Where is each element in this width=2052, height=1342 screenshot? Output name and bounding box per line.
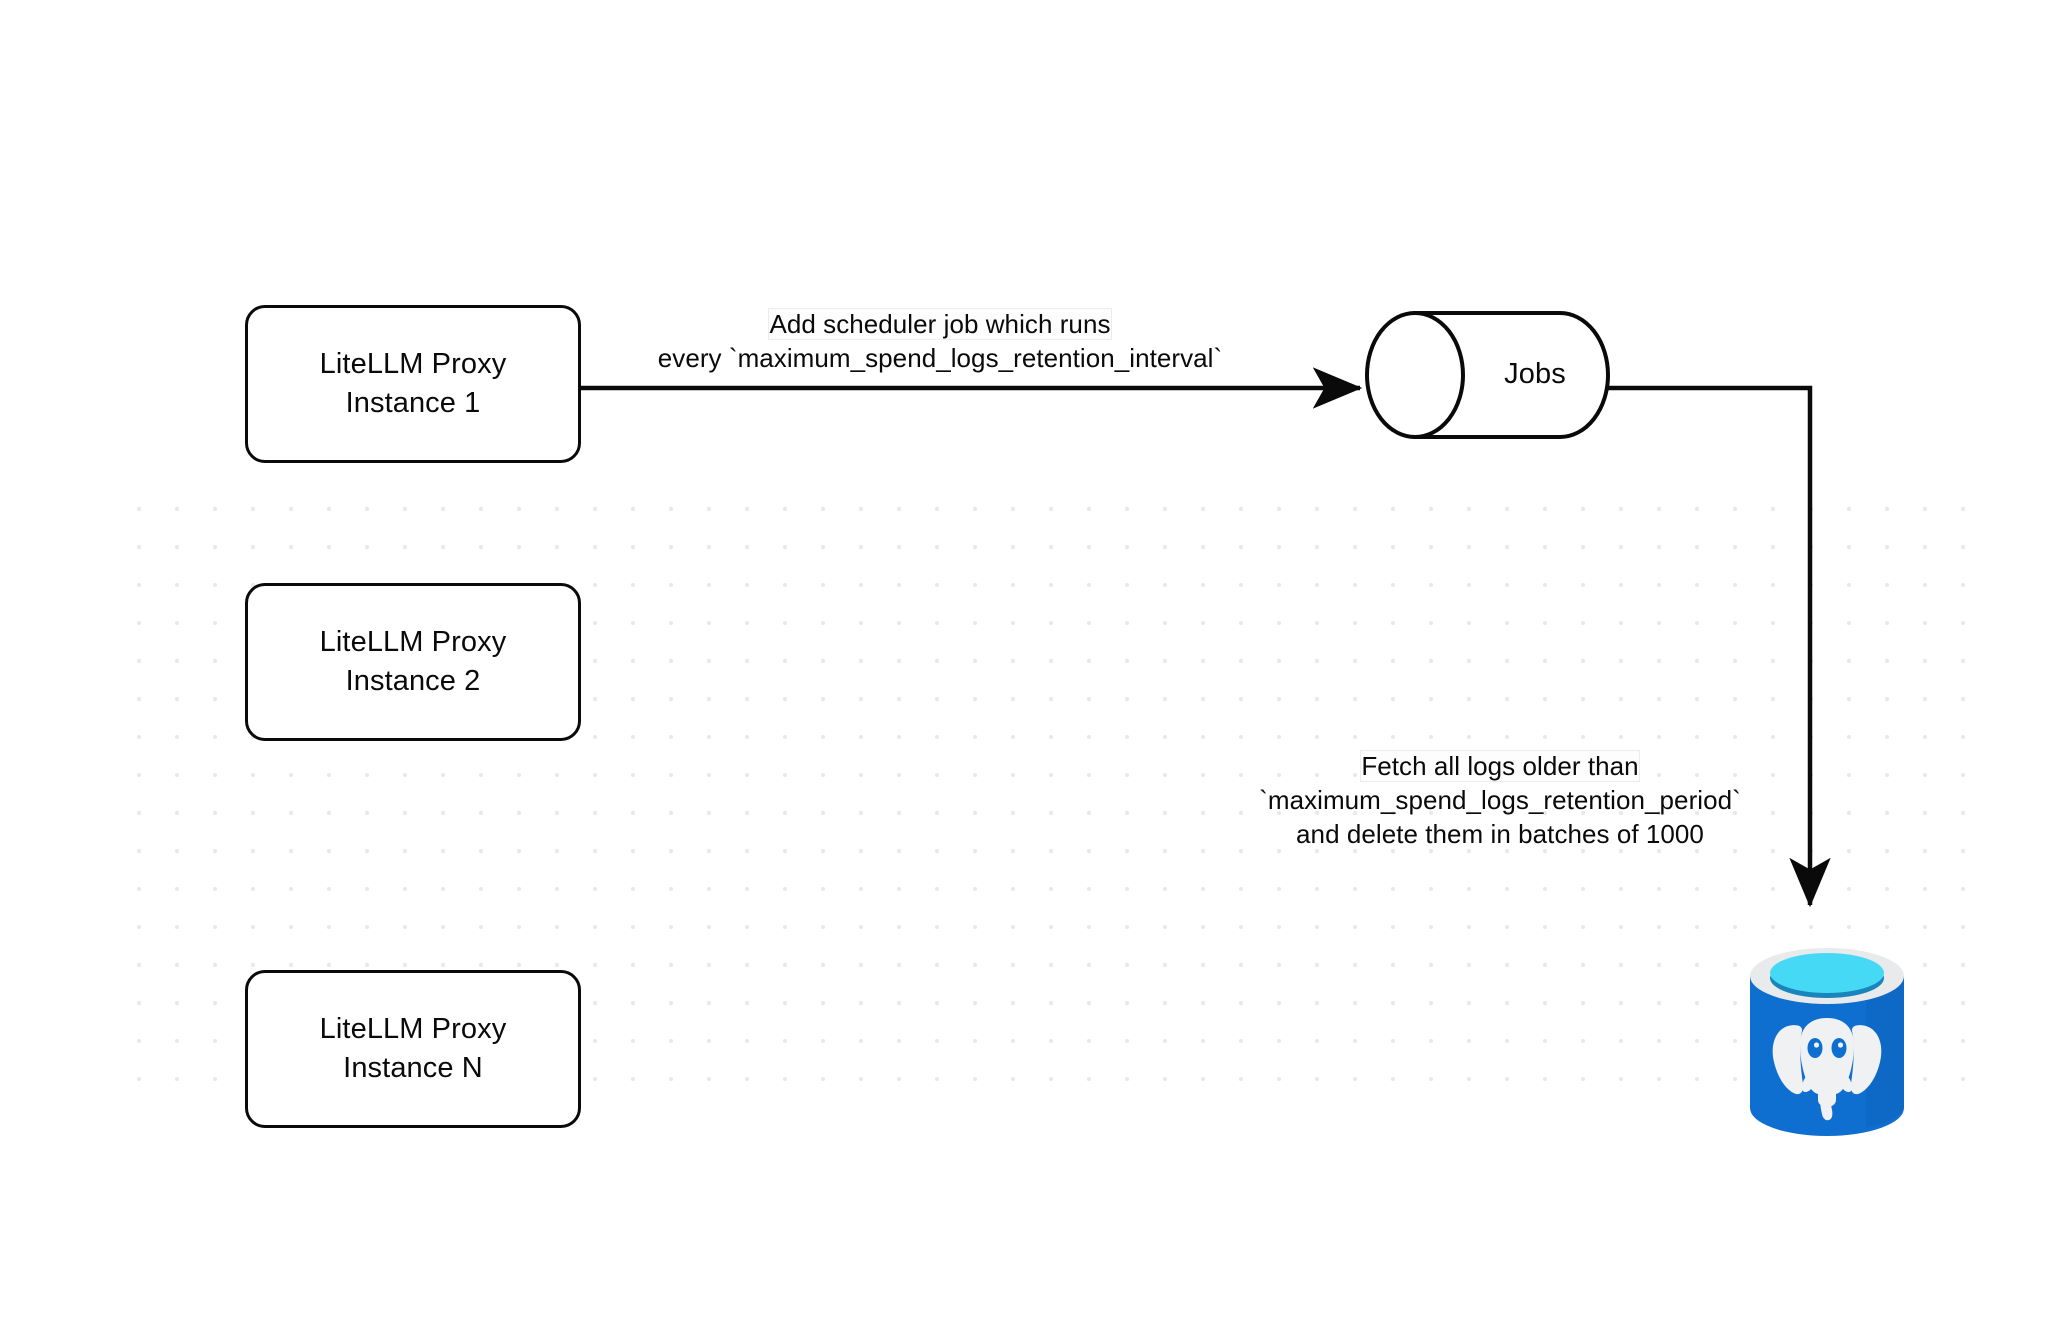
edge-label-scheduler-line1-text: Add scheduler job which runs (768, 308, 1112, 340)
node-label-line1: LiteLLM Proxy (319, 1013, 507, 1046)
node-label-line2: Instance N (343, 1052, 483, 1084)
node-litellm-proxy-instance-2[interactable]: LiteLLM Proxy Instance 2 (245, 583, 581, 741)
node-label-line2: Instance 1 (345, 387, 481, 419)
edge-fetch-path[interactable] (1608, 385, 1831, 908)
edge-label-scheduler-line2: every `maximum_spend_logs_retention_inte… (657, 342, 1223, 373)
node-litellm-proxy-instance-1[interactable]: LiteLLM Proxy Instance 1 (245, 305, 581, 463)
edge-label-fetch-line1-text: Fetch all logs older than (1360, 750, 1640, 782)
edge-label-scheduler: Add scheduler job which runs every `maxi… (560, 308, 1320, 376)
edge-label-fetch-line1: Fetch all logs older than (1200, 750, 1800, 784)
node-jobs-label: Jobs (1504, 358, 1566, 390)
postgresql-elephant-icon[interactable] (1744, 942, 1910, 1142)
node-label-line1: LiteLLM Proxy (319, 348, 507, 381)
node-label-line1: LiteLLM Proxy (319, 626, 507, 659)
node-litellm-proxy-instance-n[interactable]: LiteLLM Proxy Instance N (245, 970, 581, 1128)
edge-label-fetch-line2: `maximum_spend_logs_retention_period` (1259, 784, 1741, 815)
edge-label-scheduler-line1: Add scheduler job which runs (560, 308, 1320, 342)
edge-label-fetch-line3: and delete them in batches of 1000 (1296, 818, 1704, 849)
node-label-line2: Instance 2 (345, 665, 481, 697)
jobs-cylinder-shape[interactable] (1365, 311, 1611, 439)
edge-label-fetch: Fetch all logs older than `maximum_spend… (1200, 750, 1800, 851)
